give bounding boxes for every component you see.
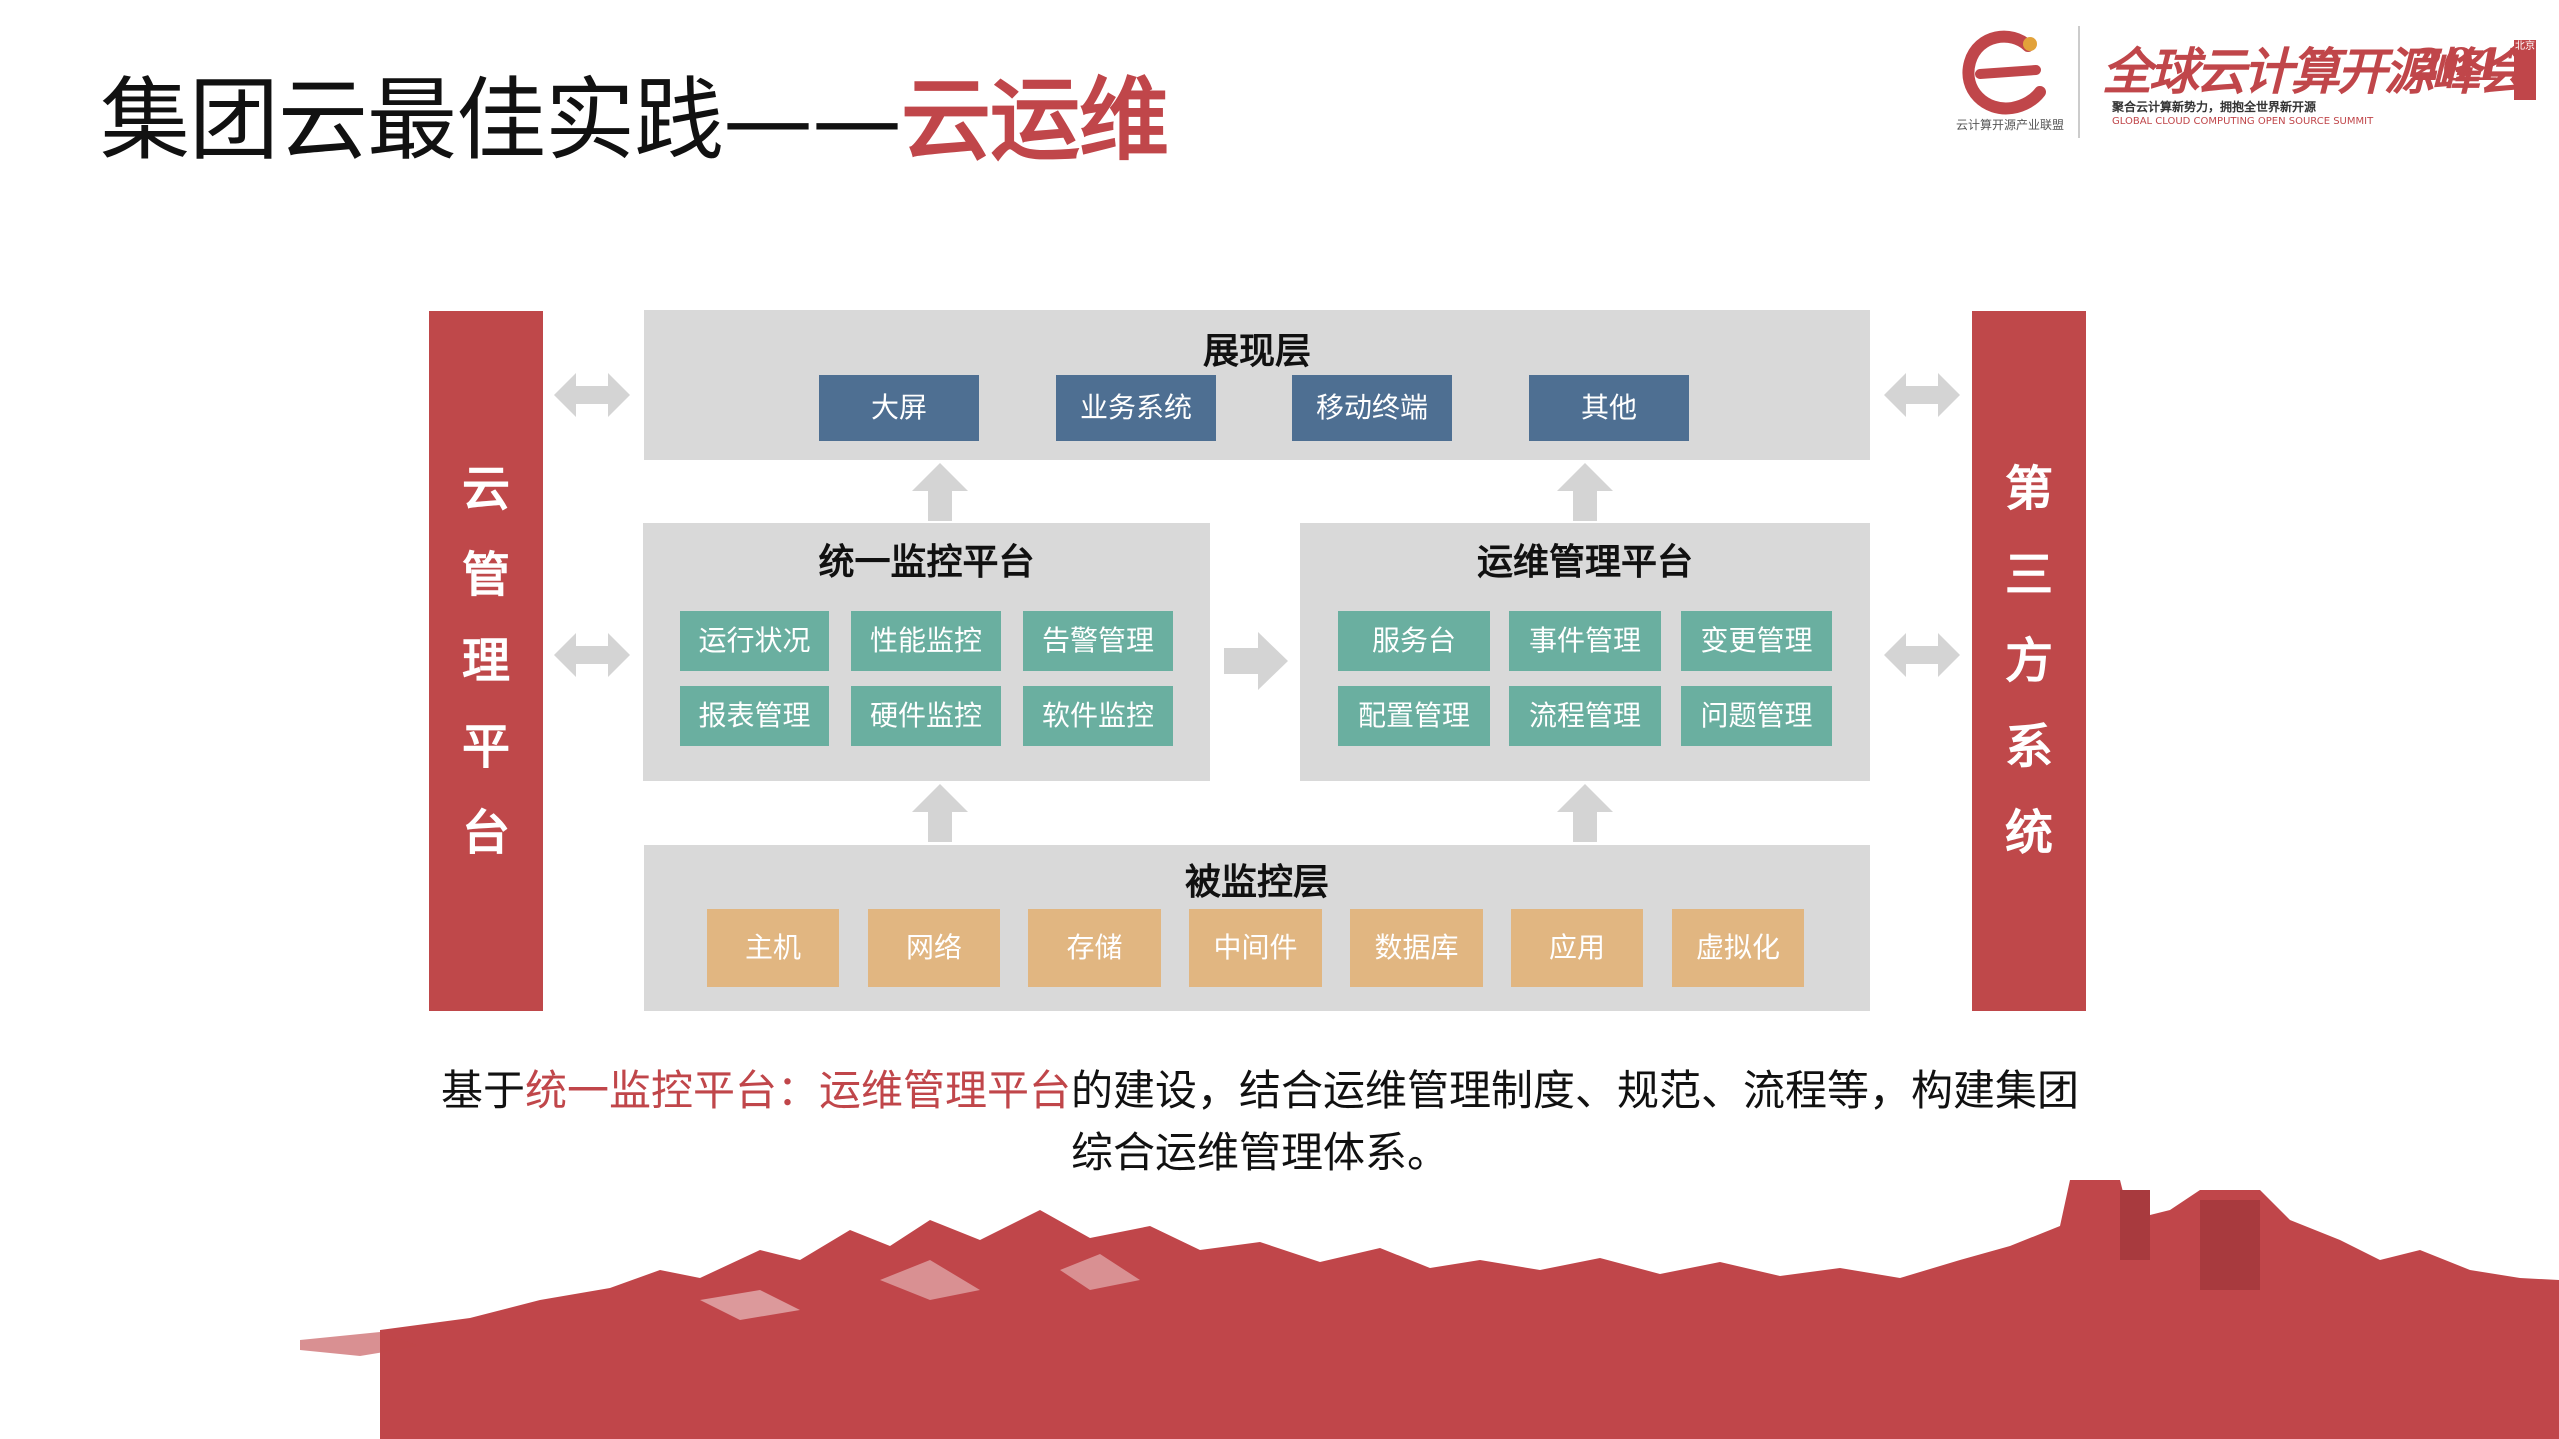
logo-name: 全球云计算开源峰会: [2102, 42, 2528, 101]
ops-item: 配置管理: [1338, 686, 1490, 746]
pillar-char: 台: [461, 805, 510, 861]
monitoring-item: 软件监控: [1023, 686, 1173, 746]
pillar-char: 云: [461, 461, 510, 517]
monitoring-item: 报表管理: [680, 686, 829, 746]
pillar-char: 方: [2004, 633, 2053, 689]
logo-badge: 北京: [2514, 40, 2536, 100]
up-arrow-icon: [912, 784, 968, 842]
monitored-item: 应用: [1511, 909, 1643, 987]
pillar-char: 三: [2004, 547, 2053, 603]
page-title: 集团云最佳实践——云运维: [100, 66, 1169, 176]
ops-item: 事件管理: [1509, 611, 1661, 671]
pillar-char: 统: [2004, 805, 2053, 861]
monitored-item: 中间件: [1189, 909, 1322, 987]
monitored-item: 存储: [1028, 909, 1161, 987]
ops-management-platform: 运维管理平台 服务台 事件管理 变更管理 配置管理 流程管理 问题管理: [1300, 523, 1870, 781]
cloud-management-platform-pillar: 云 管 理 平 台: [429, 311, 543, 1011]
pillar-char: 管: [461, 547, 510, 603]
presentation-item: 业务系统: [1056, 375, 1216, 441]
up-arrow-icon: [1557, 784, 1613, 842]
pillar-char: 第: [2004, 461, 2053, 517]
right-arrow-icon: [1224, 632, 1288, 690]
ops-item: 流程管理: [1509, 686, 1661, 746]
presentation-item: 大屏: [819, 375, 979, 441]
title-main: 集团云最佳实践——: [100, 68, 902, 173]
up-arrow-icon: [1557, 463, 1613, 521]
pillar-char: 系: [2004, 719, 2053, 775]
summit-logo: 云计算开源产业联盟 全球云计算开源峰会 2017 北京 聚合云计算新势力，拥抱全…: [1950, 20, 2540, 140]
double-arrow-icon: [1884, 633, 1960, 677]
summary-prefix: 基于: [440, 1066, 525, 1115]
logo-tagline: 聚合云计算新势力，拥抱全世界新开源: [2112, 100, 2317, 114]
ops-platform-title: 运维管理平台: [1476, 542, 1693, 583]
monitoring-platform-title: 统一监控平台: [818, 542, 1035, 583]
summary-text: 基于统一监控平台：运维管理平台的建设，结合运维管理制度、规范、流程等，构建集团综…: [420, 1060, 2100, 1184]
logo-divider: [2078, 26, 2080, 138]
double-arrow-icon: [1884, 373, 1960, 417]
ops-item: 问题管理: [1681, 686, 1832, 746]
monitored-item: 数据库: [1350, 909, 1483, 987]
summit-logo-icon: [1962, 30, 2046, 115]
ops-item: 变更管理: [1681, 611, 1832, 671]
monitored-item: 网络: [868, 909, 1000, 987]
third-party-system-pillar: 第 三 方 系 统: [1972, 311, 2086, 1011]
ops-item: 服务台: [1338, 611, 1490, 671]
pillar-char: 平: [461, 719, 510, 775]
logo-mark-caption: 云计算开源产业联盟: [1955, 118, 2064, 132]
presentation-item: 移动终端: [1292, 375, 1452, 441]
presentation-layer: 展现层 大屏 业务系统 移动终端 其他: [644, 310, 1870, 460]
presentation-layer-title: 展现层: [1202, 331, 1311, 372]
pillar-char: 理: [461, 633, 510, 689]
monitoring-item: 性能监控: [851, 611, 1001, 671]
monitoring-item: 告警管理: [1023, 611, 1173, 671]
monitored-layer: 被监控层 主机 网络 存储 中间件 数据库 应用 虚拟化: [644, 845, 1870, 1011]
presentation-item: 其他: [1529, 375, 1689, 441]
monitored-item: 主机: [707, 909, 839, 987]
monitoring-item: 运行状况: [680, 611, 829, 671]
double-arrow-icon: [554, 373, 630, 417]
unified-monitoring-platform: 统一监控平台 运行状况 性能监控 告警管理 报表管理 硬件监控 软件监控: [643, 523, 1210, 781]
double-arrow-icon: [554, 633, 630, 677]
monitoring-item: 硬件监控: [851, 686, 1001, 746]
logo-tagline-en: GLOBAL CLOUD COMPUTING OPEN SOURCE SUMMI…: [2112, 116, 2374, 127]
up-arrow-icon: [912, 463, 968, 521]
title-highlight: 云运维: [901, 68, 1169, 173]
summary-highlight: 统一监控平台：运维管理平台: [524, 1066, 1071, 1115]
great-wall-mountains-decoration: [300, 1180, 2559, 1439]
monitored-item: 虚拟化: [1672, 909, 1804, 987]
summary-rest: 的建设，结合运维管理制度、规范、流程等，构建集团综合运维管理体系。: [1070, 1066, 2080, 1177]
monitored-layer-title: 被监控层: [1184, 862, 1329, 903]
